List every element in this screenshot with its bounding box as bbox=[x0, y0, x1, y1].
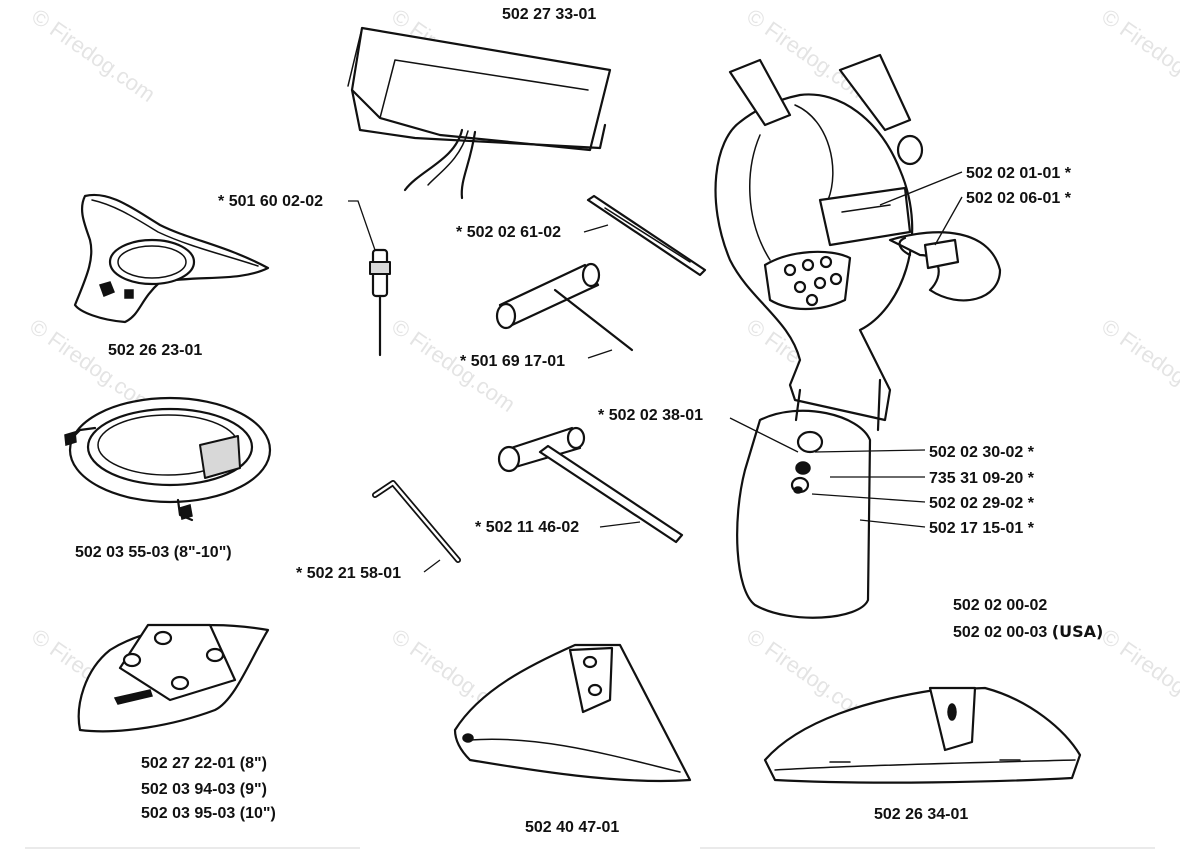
harness-buckle-number: 502 02 01-01 bbox=[966, 165, 1060, 182]
combination-wrench-drawing bbox=[495, 262, 634, 359]
screwdriver-drawing bbox=[583, 194, 707, 277]
pad-part-a-number: 502 02 30-02 bbox=[929, 444, 1023, 461]
guard-ring-number: 502 03 55-03 bbox=[75, 544, 169, 561]
trimmer-guard-10-number: 502 03 95-03 bbox=[141, 805, 235, 822]
blade-guard-drawing bbox=[763, 686, 1082, 784]
grass-blade-drawing bbox=[73, 193, 270, 324]
watermark-group: © Firedog.com © Firedog.com © Firedog.co… bbox=[25, 4, 1180, 727]
watermark: © Firedog.com bbox=[27, 4, 160, 107]
part-number-hex-key: * 502 21 58-01 bbox=[296, 565, 401, 582]
hip-pad-drawing bbox=[729, 378, 926, 619]
part-number-trimmer-guard-10: 502 03 95-03 (10") bbox=[141, 805, 276, 822]
part-number-pad-part-a: 502 02 30-02 * bbox=[929, 444, 1035, 461]
part-number-blade-guard: 502 26 34-01 bbox=[874, 806, 968, 823]
asterisk-mark: * bbox=[296, 565, 303, 582]
part-number-trimmer-guard-9: 502 03 94-03 (9") bbox=[141, 781, 267, 798]
part-number-tool-bag: 502 27 33-01 bbox=[502, 6, 596, 23]
part-number-trimmer-guard-8: 502 27 22-01 (8") bbox=[141, 755, 267, 772]
part-number-combination-wrench: * 501 69 17-01 bbox=[460, 353, 565, 370]
part-number-grass-blade: 502 26 23-01 bbox=[108, 342, 202, 359]
asterisk-mark: * bbox=[460, 353, 467, 370]
trimmer-guard-10-size: (10") bbox=[240, 805, 276, 822]
asterisk-mark: * bbox=[218, 193, 225, 210]
socket-wrench-number: 502 11 46-02 bbox=[486, 519, 580, 536]
part-number-socket-wrench: * 502 11 46-02 bbox=[475, 519, 579, 536]
pad-screw-number: 502 02 38-01 bbox=[609, 407, 703, 424]
part-number-spark-plug-tool: * 501 60 02-02 bbox=[218, 193, 323, 210]
center-guard-drawing bbox=[453, 643, 692, 783]
trimmer-guard-8-number: 502 27 22-01 bbox=[141, 755, 235, 772]
socket-wrench-drawing bbox=[497, 426, 684, 544]
spark-plug-tool-number: 501 60 02-02 bbox=[229, 193, 323, 210]
trimmer-guard-9-size: (9") bbox=[240, 781, 267, 798]
asterisk-mark: * bbox=[1065, 190, 1072, 207]
pad-part-c-number: 502 02 29-02 bbox=[929, 495, 1023, 512]
asterisk-mark: * bbox=[456, 224, 463, 241]
tool-bag-drawing bbox=[347, 26, 612, 200]
part-number-harness-buckle: 502 02 01-01 * bbox=[966, 165, 1072, 182]
part-number-pad-part-b: 735 31 09-20 * bbox=[929, 470, 1035, 487]
combination-wrench-number: 501 69 17-01 bbox=[471, 353, 565, 370]
asterisk-mark: * bbox=[1028, 495, 1035, 512]
hex-key-number: 502 21 58-01 bbox=[307, 565, 401, 582]
part-number-guard-ring: 502 03 55-03 (8"-10") bbox=[75, 544, 232, 561]
part-number-pad-screw: * 502 02 38-01 bbox=[598, 407, 703, 424]
screwdriver-number: 502 02 61-02 bbox=[467, 224, 561, 241]
part-number-screwdriver: * 502 02 61-02 bbox=[456, 224, 561, 241]
pad-part-b-number: 735 31 09-20 bbox=[929, 470, 1023, 487]
asterisk-mark: * bbox=[1028, 520, 1035, 537]
part-number-harness-complete-usa: 502 02 00-03 (USA) bbox=[953, 622, 1103, 641]
hex-key-drawing bbox=[372, 480, 461, 573]
harness-usa-number: 502 02 00-03 bbox=[953, 624, 1047, 641]
part-number-harness-complete: 502 02 00-02 bbox=[953, 597, 1047, 614]
part-number-harness-hook: 502 02 06-01 * bbox=[966, 190, 1072, 207]
part-number-center-guard: 502 40 47-01 bbox=[525, 819, 619, 836]
asterisk-mark: * bbox=[598, 407, 605, 424]
harness-hook-number: 502 02 06-01 bbox=[966, 190, 1060, 207]
part-number-pad-part-c: 502 02 29-02 * bbox=[929, 495, 1035, 512]
harness-usa-note: (USA) bbox=[1052, 622, 1104, 641]
trimmer-guard-9-number: 502 03 94-03 bbox=[141, 781, 235, 798]
watermark: © Firedog.com bbox=[1097, 624, 1180, 727]
hip-pad-number: 502 17 15-01 bbox=[929, 520, 1023, 537]
watermark: © Firedog.com bbox=[1097, 4, 1180, 107]
asterisk-mark: * bbox=[1065, 165, 1072, 182]
asterisk-mark: * bbox=[475, 519, 482, 536]
trimmer-guard-8-size: (8") bbox=[240, 755, 267, 772]
asterisk-mark: * bbox=[1028, 470, 1035, 487]
watermark: © Firedog.com bbox=[1097, 314, 1180, 417]
guard-ring-size: (8"-10") bbox=[174, 544, 232, 561]
asterisk-mark: * bbox=[1028, 444, 1035, 461]
guard-ring-drawing bbox=[64, 396, 272, 522]
harness-drawing bbox=[714, 53, 1002, 422]
spark-plug-tool-drawing bbox=[348, 200, 391, 357]
trimmer-guard-drawing bbox=[77, 623, 270, 733]
part-number-hip-pad: 502 17 15-01 * bbox=[929, 520, 1035, 537]
